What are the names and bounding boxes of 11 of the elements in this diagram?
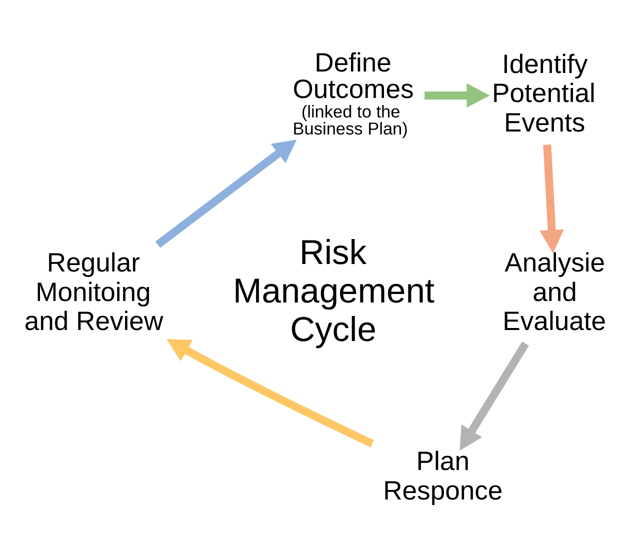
arrow [166, 339, 374, 448]
arrow [540, 144, 564, 254]
node-text: Plan Responce [383, 446, 503, 506]
node-text: Regular Monitoing and Review [24, 248, 164, 336]
arrow [424, 83, 490, 108]
node-text: Identify Potential Events [492, 48, 596, 138]
node-text: Risk Management Cycle [232, 234, 435, 350]
arrow [155, 140, 297, 248]
node-text: Define Outcomes (linked to the Business Plan) [292, 48, 414, 139]
arrow [460, 341, 529, 451]
node-text: Analysie and Evaluate [502, 248, 606, 336]
